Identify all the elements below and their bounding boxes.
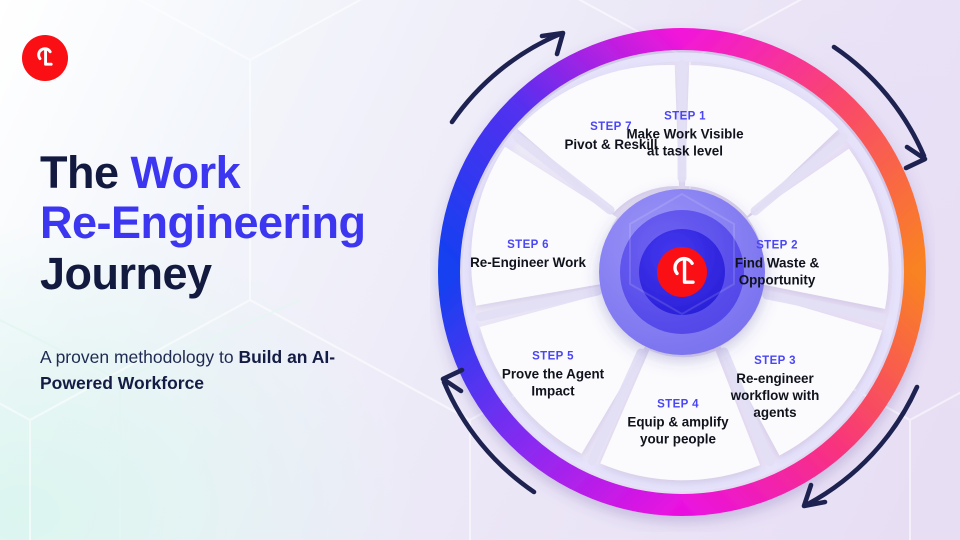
arrow-right xyxy=(831,44,928,171)
hub-hexagon-accent xyxy=(629,192,735,316)
rotation-arrows xyxy=(440,30,928,509)
arrow-left xyxy=(440,367,537,495)
segment-dividers xyxy=(475,59,887,467)
arrow-bottom xyxy=(801,384,920,509)
title-the: The xyxy=(40,147,131,198)
segment-1[interactable] xyxy=(685,65,839,217)
page-subtitle: A proven methodology to Build an AI-Powe… xyxy=(40,344,400,397)
title-work: Work xyxy=(130,147,241,198)
arrow-top xyxy=(449,30,566,125)
rocket-logo-icon xyxy=(673,256,695,284)
ring-inner-halo xyxy=(462,52,902,492)
brand-logo xyxy=(22,35,68,81)
title-line-3: Journey xyxy=(40,247,212,299)
title-line-2: Re-Engineering xyxy=(40,197,366,249)
gradient-ring xyxy=(438,28,926,516)
subtitle-bold: Build an AI-Powered Workforce xyxy=(40,347,336,394)
work-reengineering-wheel: STEP 1 Make Work Visible at task level S… xyxy=(430,12,935,532)
segment-group xyxy=(471,64,889,481)
segment-2[interactable] xyxy=(747,148,889,309)
subtitle-plain: A proven methodology to xyxy=(40,347,239,367)
segment-5[interactable] xyxy=(479,293,646,454)
hub-logo-disc xyxy=(657,247,707,297)
segment-4[interactable] xyxy=(600,350,761,481)
rocket-logo-icon xyxy=(37,47,53,66)
segment-6[interactable] xyxy=(471,146,617,306)
segment-3[interactable] xyxy=(720,295,882,456)
page-title: The Work Re-Engineering Journey xyxy=(40,147,450,299)
segment-7[interactable] xyxy=(517,64,680,213)
title-line-1: The Work xyxy=(40,147,450,198)
